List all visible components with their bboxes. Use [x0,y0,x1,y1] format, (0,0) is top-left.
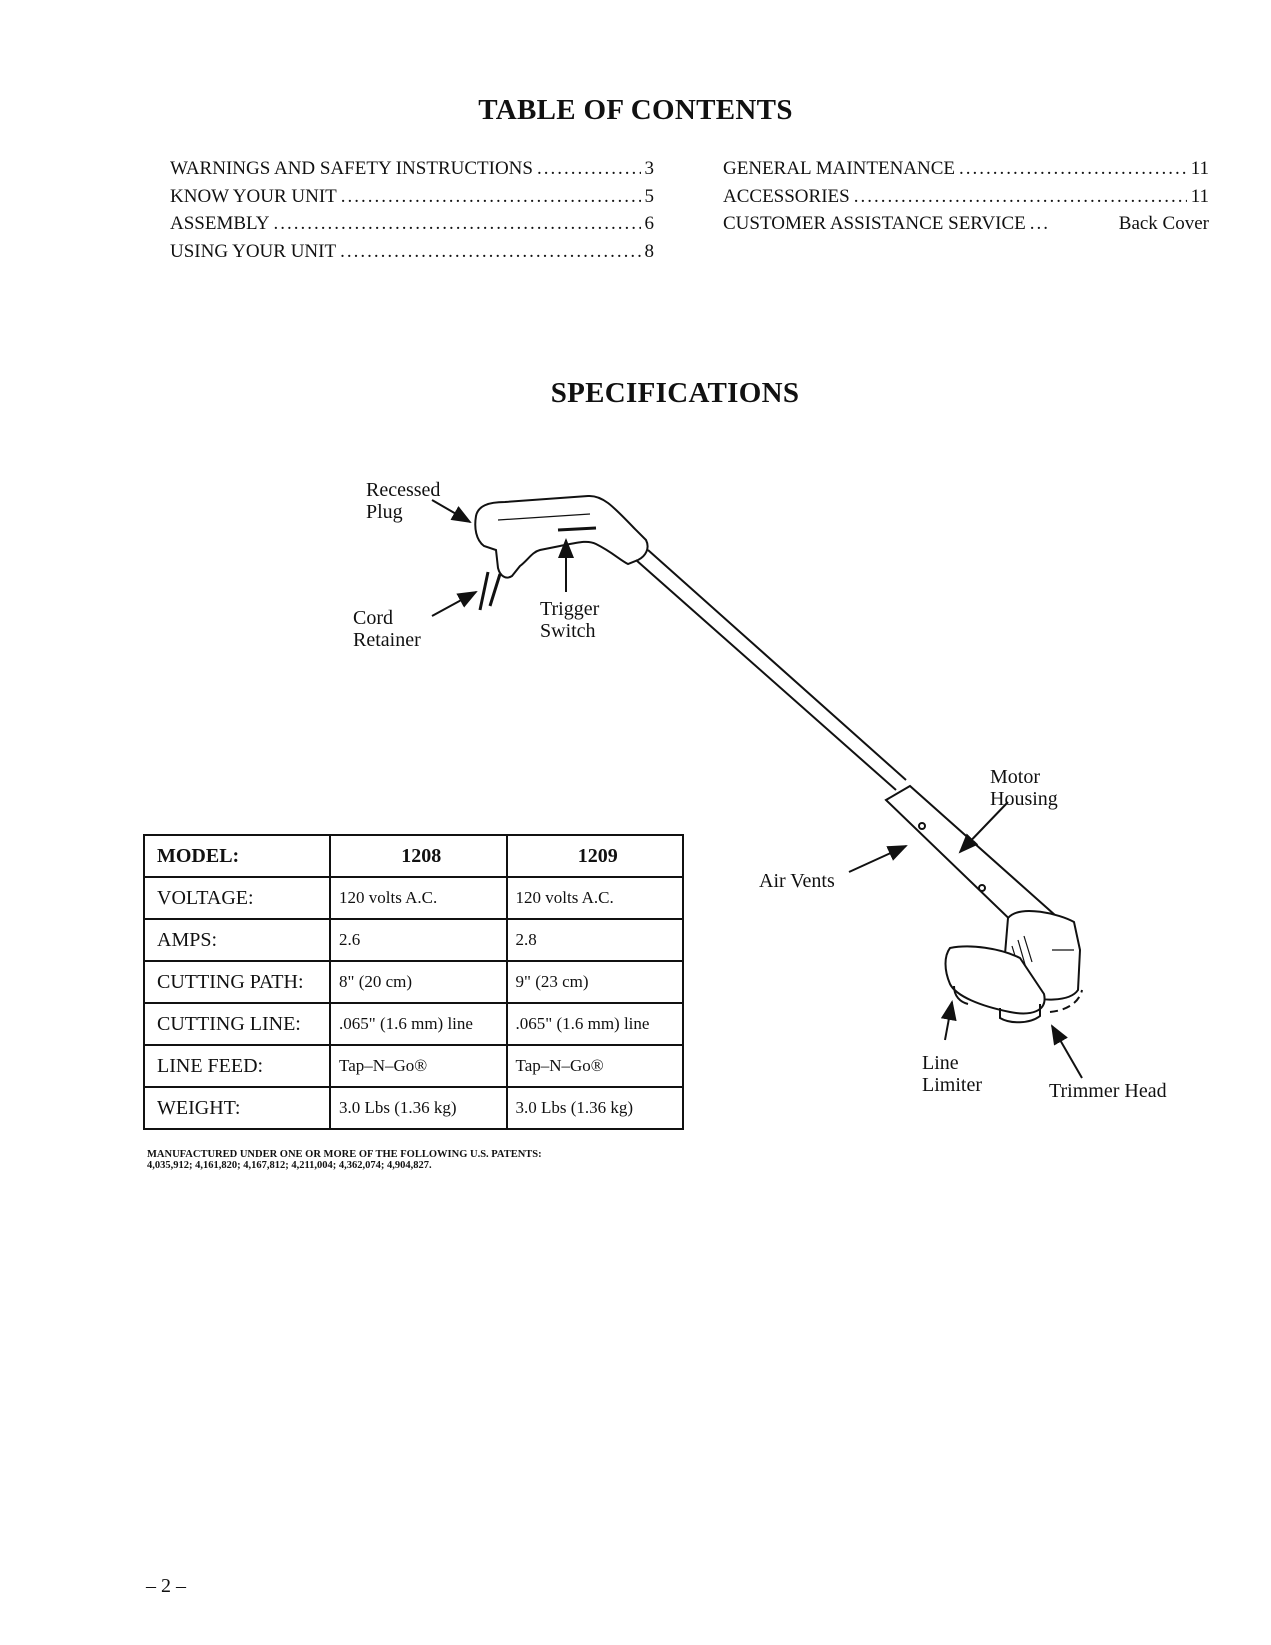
toc-entry-page: 11 [1190,158,1209,179]
toc-title: TABLE OF CONTENTS [478,94,793,126]
table-row: VOLTAGE: 120 volts A.C. 120 volts A.C. [143,876,684,920]
toc-left-column: WARNINGS AND SAFETY INSTRUCTIONS........… [170,155,654,265]
toc-entry[interactable]: ACCESSORIES.............................… [723,183,1209,211]
patents-note: MANUFACTURED UNDER ONE OR MORE OF THE FO… [147,1149,542,1171]
toc-entry[interactable]: USING YOUR UNIT.........................… [170,238,654,266]
toc-entry-page: 8 [644,240,655,262]
table-cell: 120 volts A.C. [329,876,508,920]
label-trimmer-head: Trimmer Head [1049,1080,1167,1102]
label-line-limiter: Line Limiter [922,1052,982,1096]
label-motor-housing: Motor Housing [990,766,1058,810]
toc-entry-label: CUSTOMER ASSISTANCE SERVICE [723,213,1026,234]
toc-entry-page: 5 [644,185,655,207]
table-cell: .065" (1.6 mm) line [329,1002,508,1046]
label-air-vents: Air Vents [759,870,835,892]
toc-entry[interactable]: KNOW YOUR UNIT..........................… [170,183,654,211]
table-cell: 1208 [329,834,508,878]
table-cell: WEIGHT: [143,1086,331,1130]
table-cell: Tap–N–Go® [329,1044,508,1088]
label-cord-retainer: Cord Retainer [353,607,421,651]
table-cell: VOLTAGE: [143,876,331,920]
toc-entry-page: Back Cover [1118,213,1209,234]
toc-entry[interactable]: ASSEMBLY................................… [170,210,654,238]
table-cell: 8" (20 cm) [329,960,508,1004]
table-cell: 120 volts A.C. [505,876,684,920]
table-cell: 1209 [505,834,684,878]
table-header-row: MODEL: 1208 1209 [143,834,684,878]
table-row: CUTTING PATH: 8" (20 cm) 9" (23 cm) [143,960,684,1004]
table-row: WEIGHT: 3.0 Lbs (1.36 kg) 3.0 Lbs (1.36 … [143,1086,684,1130]
table-row: CUTTING LINE: .065" (1.6 mm) line .065" … [143,1002,684,1046]
table-cell: MODEL: [143,834,331,878]
page-number: – 2 – [146,1575,186,1597]
toc-right-column: GENERAL MAINTENANCE.....................… [723,155,1209,238]
table-row: LINE FEED: Tap–N–Go® Tap–N–Go® [143,1044,684,1088]
trimmer-drawing [474,494,1083,1024]
table-row: AMPS: 2.6 2.8 [143,918,684,962]
table-cell: 2.6 [329,918,508,962]
table-cell: Tap–N–Go® [505,1044,684,1088]
table-cell: LINE FEED: [143,1044,331,1088]
specifications-title: SPECIFICATIONS [550,377,800,409]
toc-entry-label: USING YOUR UNIT [170,240,337,262]
toc-entry-label: KNOW YOUR UNIT [170,185,337,207]
toc-entry-page: 11 [1190,185,1209,207]
table-cell: 3.0 Lbs (1.36 kg) [505,1086,684,1130]
toc-entry[interactable]: GENERAL MAINTENANCE.....................… [723,155,1209,183]
table-cell: CUTTING LINE: [143,1002,331,1046]
toc-entry-label: ACCESSORIES [723,185,850,207]
table-cell: .065" (1.6 mm) line [505,1002,684,1046]
toc-entry[interactable]: CUSTOMER ASSISTANCE SERVICE...Back Cover [723,210,1209,238]
toc-entry-label: WARNINGS AND SAFETY INSTRUCTIONS [170,158,533,179]
label-recessed-plug: Recessed Plug [366,479,441,523]
table-cell: 3.0 Lbs (1.36 kg) [329,1086,508,1130]
toc-entry[interactable]: WARNINGS AND SAFETY INSTRUCTIONS........… [170,155,654,183]
toc-entry-label: ASSEMBLY [170,213,270,234]
toc-entry-label: GENERAL MAINTENANCE [723,158,956,179]
table-cell: 2.8 [505,918,684,962]
label-trigger-switch: Trigger Switch [540,598,600,642]
table-cell: CUTTING PATH: [143,960,331,1004]
table-cell: AMPS: [143,918,331,962]
toc-entry-page: 6 [644,213,655,234]
table-cell: 9" (23 cm) [505,960,684,1004]
toc-entry-page: 3 [644,158,655,179]
specifications-table: MODEL: 1208 1209 VOLTAGE: 120 volts A.C.… [143,834,684,1130]
